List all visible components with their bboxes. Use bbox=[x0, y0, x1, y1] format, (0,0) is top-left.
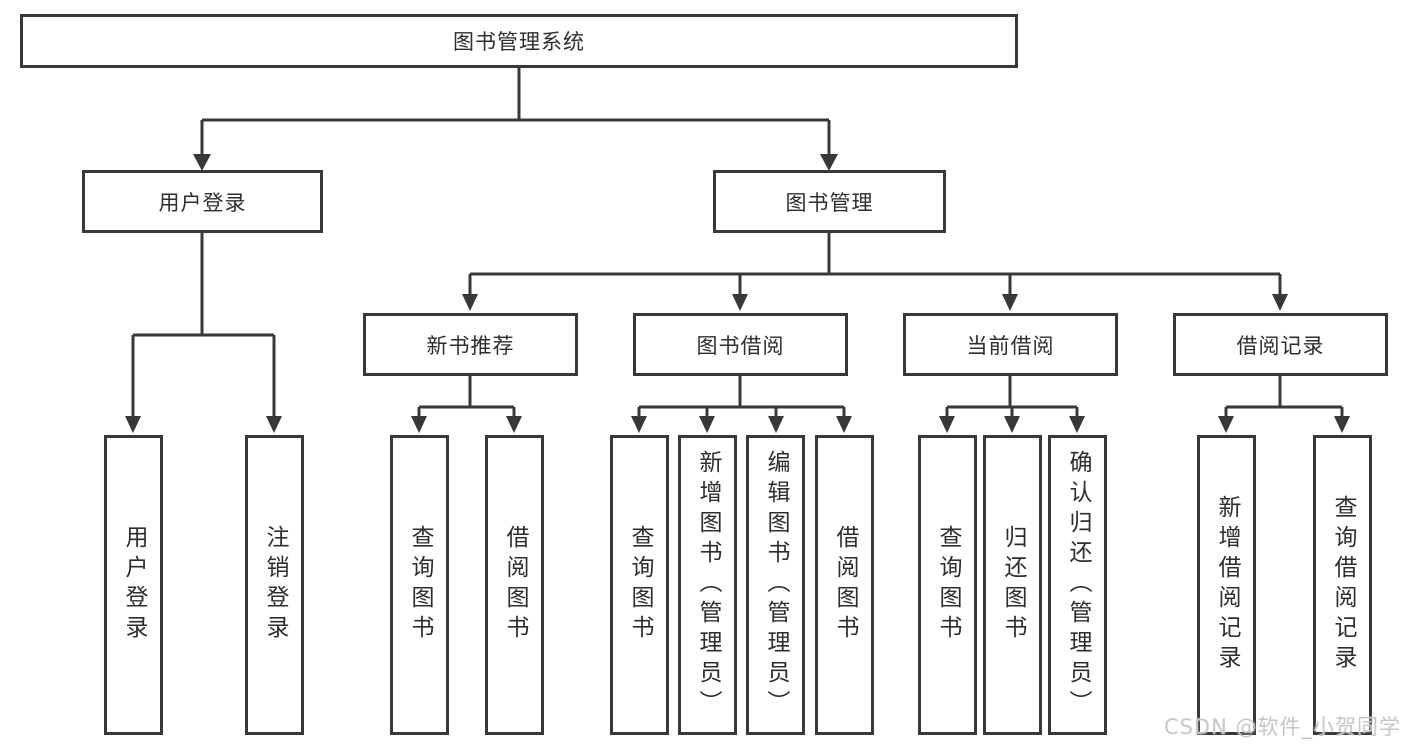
node-book-borrow: 图书借阅 bbox=[633, 313, 848, 376]
connector-borrow-records-to-leaves bbox=[1224, 376, 1344, 418]
arrowhead-leaf-logout bbox=[266, 416, 282, 433]
node-user-login: 用户登录 bbox=[82, 170, 323, 233]
leaf-return-book: 归还图书 bbox=[983, 435, 1042, 735]
connector-new-book-rec-to-leaves bbox=[417, 376, 516, 418]
arrowhead-leaf-return-book bbox=[1004, 416, 1020, 433]
leaf-borrow-book-1: 借阅图书 bbox=[485, 435, 544, 735]
leaf-user-login: 用户登录 bbox=[104, 435, 163, 735]
arrowhead-borrow-records bbox=[1272, 294, 1288, 311]
node-current-borrow: 当前借阅 bbox=[903, 313, 1118, 376]
arrowhead-leaf-query-book-2 bbox=[631, 416, 647, 433]
arrowhead-user-login bbox=[193, 154, 211, 171]
leaf-borrow-book-2: 借阅图书 bbox=[815, 435, 874, 735]
arrowhead-leaf-borrow-book-1 bbox=[506, 416, 522, 433]
connector-root-to-level2 bbox=[200, 68, 831, 156]
leaf-add-borrow-record: 新增借阅记录 bbox=[1197, 435, 1256, 735]
arrowhead-leaf-borrow-book-2 bbox=[836, 416, 852, 433]
arrowhead-leaf-edit-book bbox=[768, 416, 784, 433]
arrowhead-book-mgmt bbox=[820, 154, 838, 171]
arrowhead-leaf-add-record bbox=[1218, 416, 1234, 433]
arrowhead-leaf-query-book-3 bbox=[939, 416, 955, 433]
leaf-query-borrow-record: 查询借阅记录 bbox=[1313, 435, 1372, 735]
node-borrow-records: 借阅记录 bbox=[1173, 313, 1388, 376]
csdn-watermark: CSDN @软件_小贺同学 bbox=[1163, 715, 1401, 739]
node-new-book-rec: 新书推荐 bbox=[363, 313, 578, 376]
connector-book-mgmt-to-level3 bbox=[468, 233, 1282, 296]
leaf-query-book-2: 查询图书 bbox=[610, 435, 669, 735]
leaf-add-book-admin: 新增图书（管理员） bbox=[678, 435, 737, 735]
arrowhead-leaf-confirm-return bbox=[1069, 416, 1085, 433]
arrowhead-book-borrow bbox=[732, 294, 748, 311]
leaf-logout: 注销登录 bbox=[245, 435, 304, 735]
connector-current-borrow-to-leaves bbox=[945, 376, 1079, 418]
connector-book-borrow-to-leaves bbox=[637, 376, 846, 418]
leaf-query-book-3: 查询图书 bbox=[918, 435, 977, 735]
connector-user-login-to-leaves bbox=[131, 233, 276, 418]
arrowhead-new-book-rec bbox=[462, 294, 478, 311]
arrowhead-leaf-query-record bbox=[1334, 416, 1350, 433]
arrowhead-leaf-user-login bbox=[125, 416, 141, 433]
arrowhead-current-borrow bbox=[1002, 294, 1018, 311]
leaf-query-book-1: 查询图书 bbox=[390, 435, 449, 735]
arrowhead-leaf-add-book bbox=[699, 416, 715, 433]
leaf-confirm-return-admin: 确认归还（管理员） bbox=[1048, 435, 1107, 735]
arrowhead-leaf-query-book-1 bbox=[411, 416, 427, 433]
node-book-mgmt: 图书管理 bbox=[713, 170, 946, 233]
node-root: 图书管理系统 bbox=[20, 14, 1018, 68]
leaf-edit-book-admin: 编辑图书（管理员） bbox=[746, 435, 805, 735]
